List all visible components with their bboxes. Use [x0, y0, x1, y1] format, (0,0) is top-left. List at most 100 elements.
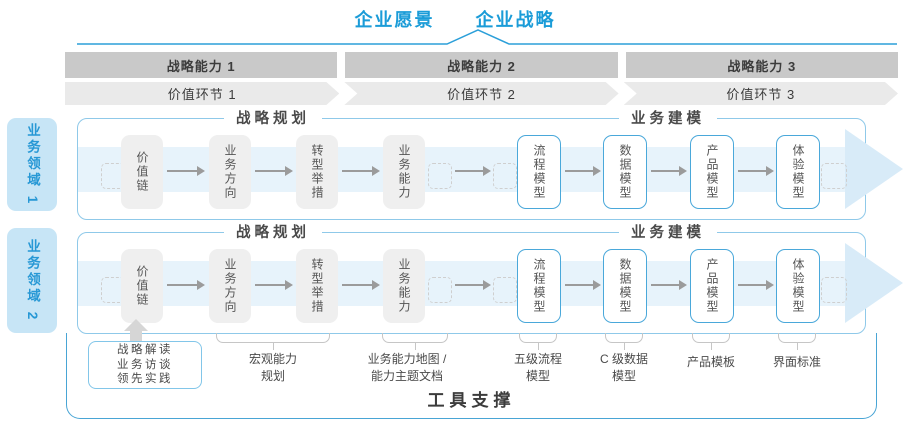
flow-arrow-icon [342, 166, 380, 176]
domain-label-text: 业务领域 2 [25, 238, 40, 323]
box-label: 转型举措 [310, 144, 324, 200]
capability-segment: 战略能力 1 [65, 52, 338, 78]
note-product-template: 产品模板 [687, 354, 735, 371]
note-line: 界面标准 [772, 355, 822, 369]
divider-line-with-peak [77, 29, 897, 45]
box-label: 价值链 [135, 265, 149, 307]
box-label: 业务能力 [397, 258, 411, 314]
tool-support-label: 工具支撑 [427, 391, 516, 410]
capability-segment: 战略能力 3 [625, 52, 898, 78]
box-label: 业务能力 [397, 144, 411, 200]
box-transformation-initiatives: 转型举措 [296, 135, 338, 209]
capability-segment: 战略能力 2 [345, 52, 618, 78]
practice-line: 领先实践 [117, 373, 173, 386]
note-line: 模型 [525, 368, 551, 383]
flow-arrow-icon [738, 280, 774, 290]
note-line: 五级流程 [513, 352, 563, 366]
box-value-chain: 价值链 [121, 135, 163, 209]
box-label: 数据模型 [618, 258, 632, 314]
value-link-segment: 价值环节 1 [65, 82, 339, 105]
note-ui-standard: 界面标准 [773, 354, 821, 371]
box-business-capability: 业务能力 [383, 135, 425, 209]
note-capability-map: 业务能力地图 / 能力主题文档 [368, 351, 447, 385]
practice-line: 业务访谈 [117, 358, 173, 371]
box-label: 流程模型 [532, 144, 546, 200]
flow-arrow-icon [565, 166, 601, 176]
box-transformation-initiatives: 转型举措 [296, 249, 338, 323]
box-label: 体验模型 [791, 144, 805, 200]
title-strategy: 企业战略 [475, 10, 556, 30]
placeholder-dashed-box [428, 277, 452, 303]
domain-row-2: 战略规划 业务建模 价值链 业务方向 转型举措 业务能力 流程模型 数据模型 产… [77, 223, 903, 334]
planning-header: 战略规划 [224, 109, 322, 129]
box-label: 数据模型 [618, 144, 632, 200]
box-business-direction: 业务方向 [209, 249, 251, 323]
domain-label-1: 业务领域 1 [7, 118, 57, 211]
diagram-title: 企业愿景 企业战略 [0, 6, 910, 32]
title-vision: 企业愿景 [354, 10, 435, 30]
value-link-segment: 价值环节 3 [624, 82, 898, 105]
box-business-direction: 业务方向 [209, 135, 251, 209]
box-label: 价值链 [135, 151, 149, 193]
placeholder-dashed-box [493, 277, 517, 303]
tool-support-container: 工具支撑 [66, 333, 877, 419]
box-label: 产品模型 [705, 144, 719, 200]
box-product-model: 产品模型 [690, 249, 734, 323]
up-arrow-icon [124, 319, 148, 331]
box-label: 产品模型 [705, 258, 719, 314]
note-line: 规划 [260, 368, 286, 383]
placeholder-dashed-box [821, 277, 847, 303]
note-data-model: C 级数据 模型 [600, 351, 648, 385]
note-line: 产品模板 [686, 355, 736, 369]
practice-box: 战略解读 业务访谈 领先实践 [88, 341, 202, 389]
domain-label-2: 业务领域 2 [7, 228, 57, 333]
flow-arrowhead-icon [845, 129, 903, 209]
note-line: 业务能力地图 / [367, 352, 447, 366]
flow-arrow-icon [167, 280, 205, 290]
capability-band: 战略能力 1 战略能力 2 战略能力 3 [65, 52, 898, 78]
note-line: C 级数据 [599, 352, 649, 366]
brace-ui-standard [778, 333, 816, 350]
brace-macro-capability [216, 333, 330, 350]
box-label: 业务方向 [223, 144, 237, 200]
box-label: 流程模型 [532, 258, 546, 314]
brace-process-model [519, 333, 557, 350]
practice-line: 战略解读 [117, 343, 173, 356]
domain-row-1: 战略规划 业务建模 价值链 业务方向 转型举措 业务能力 流程模型 数据模型 产… [77, 109, 903, 220]
planning-header: 战略规划 [224, 223, 322, 243]
box-label: 转型举措 [310, 258, 324, 314]
modeling-header: 业务建模 [619, 223, 717, 243]
note-process-model: 五级流程 模型 [514, 351, 562, 385]
flow-arrow-icon [167, 166, 205, 176]
flow-arrow-icon [651, 280, 687, 290]
flow-arrow-icon [455, 280, 491, 290]
flow-arrow-icon [738, 166, 774, 176]
flow-arrowhead-icon [845, 243, 903, 323]
box-experience-model: 体验模型 [776, 135, 820, 209]
domain-label-text: 业务领域 1 [25, 122, 40, 207]
value-link-band: 价值环节 1 价值环节 2 价值环节 3 [65, 82, 898, 105]
flow-arrow-icon [255, 166, 293, 176]
box-process-model: 流程模型 [517, 249, 561, 323]
box-experience-model: 体验模型 [776, 249, 820, 323]
box-data-model: 数据模型 [603, 135, 647, 209]
flow-arrow-icon [342, 280, 380, 290]
placeholder-dashed-box [493, 163, 517, 189]
box-label: 业务方向 [223, 258, 237, 314]
box-product-model: 产品模型 [690, 135, 734, 209]
box-process-model: 流程模型 [517, 135, 561, 209]
flow-arrow-icon [255, 280, 293, 290]
note-line: 能力主题文档 [370, 368, 444, 383]
placeholder-dashed-box [821, 163, 847, 189]
box-business-capability: 业务能力 [383, 249, 425, 323]
flow-arrow-icon [651, 166, 687, 176]
up-arrow-icon [130, 330, 142, 343]
brace-data-model [605, 333, 643, 350]
note-line: 模型 [611, 368, 637, 383]
flow-arrow-icon [565, 280, 601, 290]
placeholder-dashed-box [428, 163, 452, 189]
box-data-model: 数据模型 [603, 249, 647, 323]
brace-capability-map [382, 333, 448, 350]
flow-arrow-icon [455, 166, 491, 176]
